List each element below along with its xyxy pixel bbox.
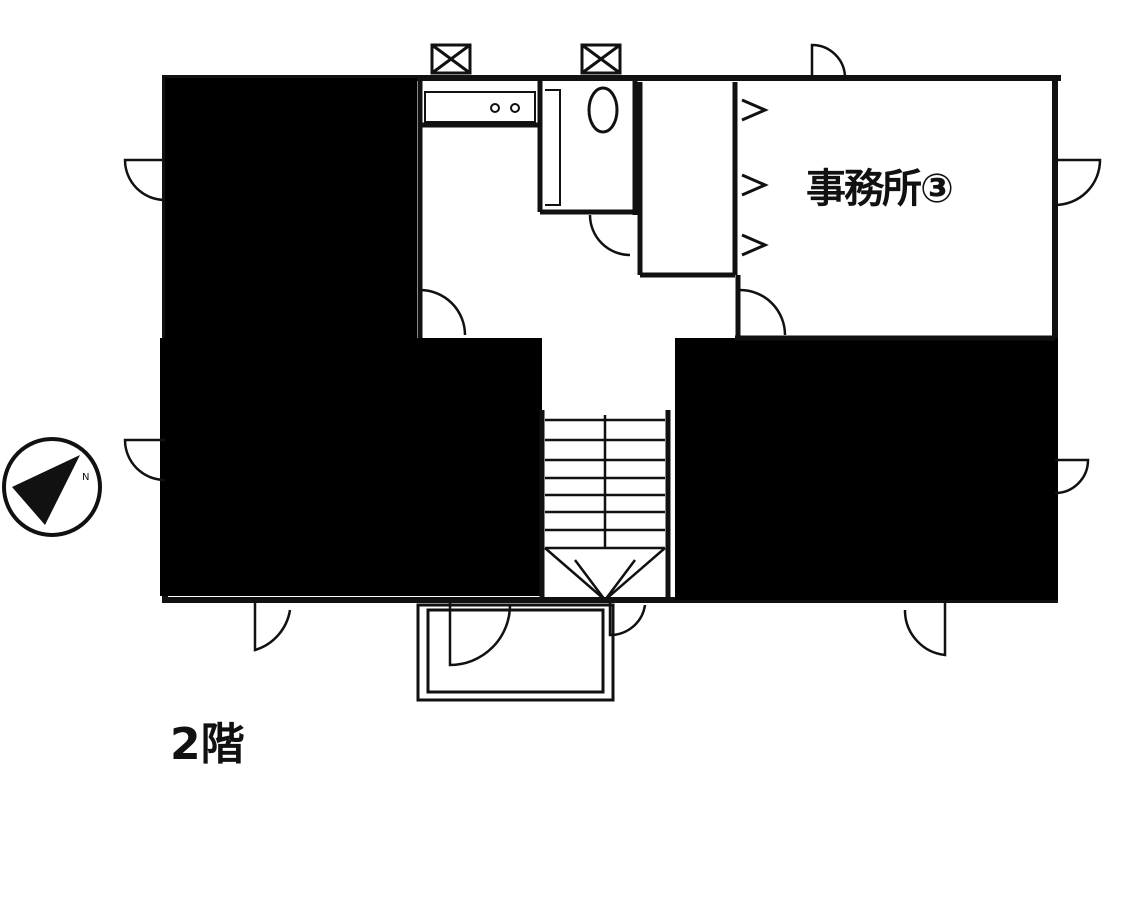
svg-text:N: N: [82, 472, 89, 483]
redacted-bottom-left: [160, 338, 542, 596]
door-left-top: [123, 158, 166, 202]
door-bottom-3: [608, 600, 647, 637]
door-top-right: [810, 43, 847, 79]
door-hall-2: [739, 288, 787, 336]
balcony: [416, 603, 615, 702]
vent-top-2: [580, 43, 622, 134]
door-hall-1: [419, 288, 467, 336]
north-arrow-icon: N: [2, 437, 102, 537]
closet-marks: [741, 98, 769, 257]
stairs: [544, 415, 666, 603]
door-bottom-4: [903, 600, 947, 657]
door-bottom-2: [448, 600, 512, 667]
door-right-top: [1054, 158, 1102, 207]
door-wc: [588, 214, 631, 257]
door-left-mid: [123, 438, 166, 482]
floor-label: 2階: [170, 719, 245, 770]
redacted-bottom-right: [675, 338, 1058, 600]
redacted-top-left: [165, 78, 417, 343]
vent-top-1: [430, 43, 472, 75]
door-bottom-1: [253, 600, 292, 652]
door-right-mid: [1054, 458, 1090, 495]
kitchen-counter: [424, 89, 561, 206]
door-swings: [123, 43, 1102, 667]
office3-label: 事務所③: [806, 166, 954, 212]
redacted-areas: [160, 78, 1058, 600]
